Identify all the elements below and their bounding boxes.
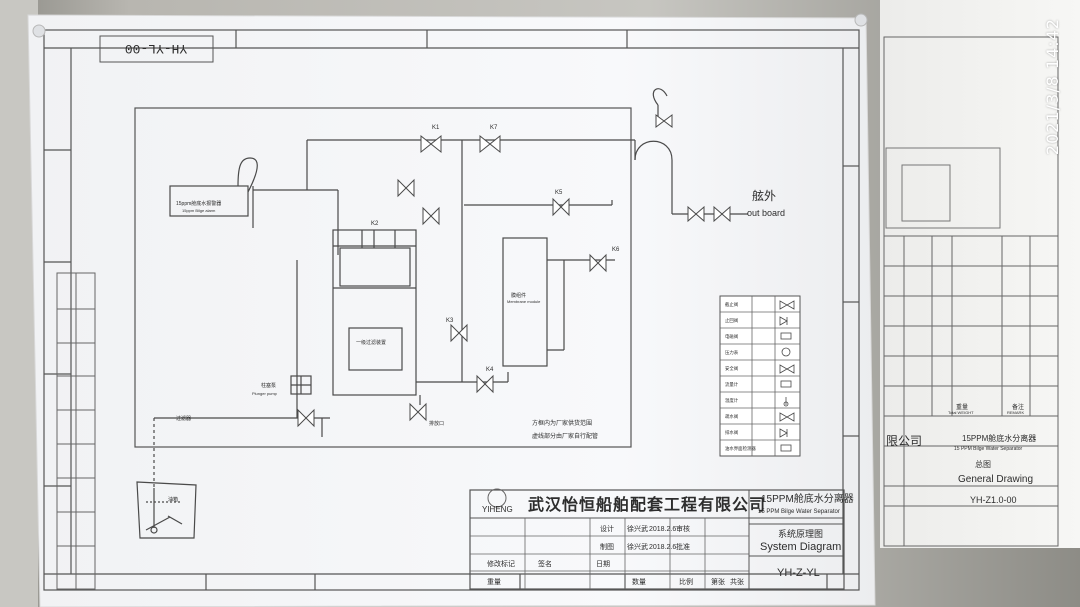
- tb-r1-c2: 徐兴武: [627, 524, 648, 533]
- legend-item-9: 排水阀: [725, 429, 738, 436]
- right-remark-en: REMARK: [1007, 410, 1024, 415]
- product-name-en: 15 PPM Bilge Water Separator: [758, 509, 840, 515]
- tb-r2-c1: 制图: [600, 542, 614, 551]
- right-weight-label: 重量: [956, 403, 968, 411]
- legend-item-5: 安全阀: [725, 365, 738, 372]
- drawing-name-en: System Diagram: [760, 541, 841, 553]
- label-membrane: 膜组件: [511, 292, 526, 299]
- tb-r4-c1: 重量: [487, 578, 501, 586]
- first-stage-filter: [348, 327, 403, 371]
- legend-item-6: 流量计: [725, 381, 739, 388]
- right-drawing-en: General Drawing: [958, 474, 1033, 485]
- right-weight-en: Total WEIGHT: [948, 410, 974, 415]
- note-line-1: 方框内为厂家供货范围: [532, 419, 592, 427]
- label-k1: K1: [432, 125, 440, 131]
- right-drawing-cn: 总图: [975, 459, 991, 469]
- label-oil-tank: 油箱: [168, 496, 178, 503]
- right-remark-label: 备注: [1012, 403, 1024, 411]
- label-plunger: 柱塞泵: [261, 382, 276, 389]
- tb-r4-c5: 共张: [730, 577, 744, 586]
- piping-network: [136, 88, 748, 539]
- note-line-2: 虚线部分由厂家自行配管: [532, 432, 598, 440]
- tb-r1-c1: 设计: [600, 524, 614, 533]
- rotated-title-text: YH-YL-00: [125, 41, 187, 56]
- label-k3: K3: [446, 318, 454, 324]
- legend-item-7: 温度计: [725, 397, 739, 404]
- label-drain: 排放口: [429, 420, 444, 427]
- label-k2: K2: [371, 221, 379, 227]
- label-plunger-en: Plunger pump: [252, 391, 278, 396]
- drawing-number: YH-Z-YL: [777, 567, 820, 579]
- legend-table: 截止阀 止回阀 电磁阀 压力表 安全阀 流量计 温度计 疏水阀 排水阀 油水界面…: [719, 295, 801, 457]
- label-k4: K4: [486, 367, 494, 373]
- main-sheet: [27, 14, 876, 607]
- right-sheet: 限公司 15PPM舱底水分离器 15 PPM Bilge Water Separ…: [883, 36, 1059, 547]
- right-company-tail: 限公司: [886, 434, 922, 448]
- label-k7: K7: [490, 125, 498, 131]
- legend-item-2: 止回阀: [725, 317, 738, 324]
- tb-r3-c5: 比例: [679, 577, 693, 586]
- main-sheet-frame: [43, 29, 860, 591]
- legend-item-10: 油水界面检测器: [725, 445, 756, 452]
- oil-tank: [136, 481, 197, 539]
- outboard-cn: 舷外: [752, 188, 776, 203]
- tb-r1-c3: 2018.2.6: [649, 526, 676, 533]
- tb-r3-c4: 数量: [632, 577, 646, 586]
- label-k5: K5: [555, 190, 563, 196]
- right-drawing-number: YH-Z1.0-00: [970, 495, 1017, 505]
- diagram-labels: 15ppm舱底水报警器 15ppm Bilge alarm 一级过滤装置 过滤器…: [168, 125, 785, 503]
- membrane-module: [502, 237, 548, 367]
- main-title-block: YIHENG 武汉怡恒船舶配套工程有限公司 15PPM舱底水分离器 15 PPM…: [469, 488, 854, 590]
- product-name-cn: 15PPM舱底水分离器: [761, 492, 854, 505]
- rotated-drawing-code: YH-YL-00: [99, 35, 214, 63]
- label-separator: 一级过滤装置: [356, 339, 386, 346]
- label-bilge-alarm-en: 15ppm Bilge alarm: [182, 208, 216, 213]
- right-pin: [854, 13, 868, 27]
- drawing-name-cn: 系统原理图: [778, 528, 823, 539]
- tb-r1-c4: 审核: [676, 524, 690, 533]
- tb-r4-c4: 第张: [711, 577, 725, 586]
- company-name: 武汉怡恒船舶配套工程有限公司: [528, 495, 766, 514]
- logo-text: YIHENG: [482, 505, 513, 514]
- bilge-alarm-box: [169, 185, 249, 217]
- right-background-sheet: [880, 0, 1080, 548]
- photo-timestamp: 2021/3/8 14:42: [1043, 18, 1062, 156]
- tb-r2-c4: 批准: [676, 542, 690, 551]
- tb-r3-c2: 签名: [538, 559, 552, 568]
- right-product-cn: 15PPM舱底水分离器: [962, 433, 1036, 443]
- valve-symbols: [297, 114, 731, 428]
- tb-r3-c3: 日期: [596, 560, 610, 568]
- tb-r3-c1: 修改标记: [487, 559, 515, 568]
- label-filter: 过滤器: [176, 415, 191, 422]
- coalescer-grid: [339, 247, 411, 287]
- label-bilge-alarm: 15ppm舱底水报警器: [176, 200, 221, 207]
- right-product-en: 15 PPM Bilge Water Separator: [954, 446, 1023, 452]
- outboard-en: out board: [747, 208, 785, 218]
- label-membrane-en: Membrane module: [507, 299, 541, 304]
- supply-scope-box: [134, 107, 632, 448]
- tb-r2-c3: 2018.2.6: [649, 544, 676, 551]
- tb-r2-c2: 徐兴武: [627, 542, 648, 551]
- left-revision-table: [56, 272, 96, 590]
- label-k6: K6: [612, 247, 620, 253]
- legend-item-4: 压力表: [725, 349, 739, 356]
- legend-item-1: 截止阀: [725, 301, 738, 308]
- legend-item-3: 电磁阀: [725, 333, 738, 340]
- legend-item-8: 疏水阀: [725, 413, 738, 420]
- left-pin: [32, 24, 46, 38]
